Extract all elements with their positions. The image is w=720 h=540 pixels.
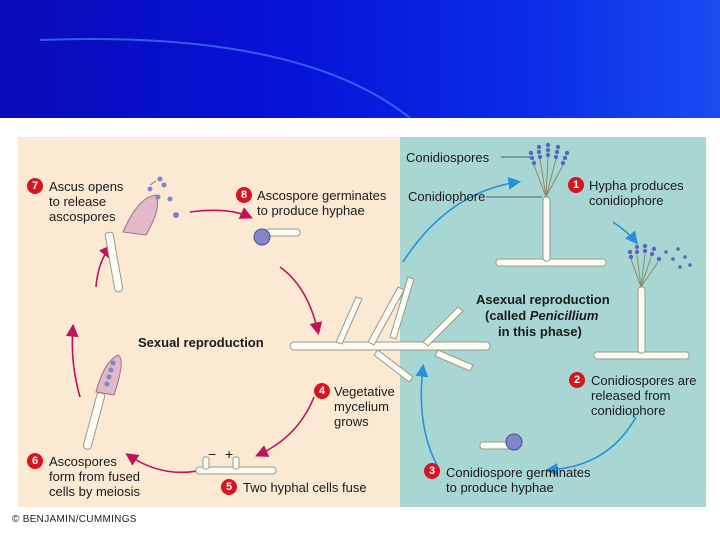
title-bar-decoration [39, 37, 411, 118]
step-8-text: Ascospore germinates to produce hyphae [257, 188, 386, 218]
step-1-text: Hypha produces conidiophore [589, 178, 684, 208]
arrow-4-to-5 [255, 396, 315, 457]
arrow-7-to-8 [189, 207, 253, 219]
germinating-conidiospore [479, 433, 523, 451]
step-4-line-2: mycelium [334, 399, 389, 414]
arrow-6-to-7-lower [65, 323, 81, 398]
asexual-line-1: Asexual reproduction [476, 292, 610, 307]
step-8-badge: 8 [236, 187, 252, 203]
step-1-badge: 1 [568, 177, 584, 193]
conidiophore-label: Conidiophore [408, 189, 486, 204]
step-8-line-1: Ascospore germinates [257, 188, 387, 203]
step-2-line-1: Conidiospores are [591, 373, 697, 388]
conidiospore-chains [528, 142, 570, 166]
minus-mating-sign: − [208, 446, 217, 462]
opening-ascus [104, 176, 179, 293]
step-7-line-1: Ascus opens [49, 179, 124, 194]
arrow-3-to-mycelium [415, 363, 439, 468]
step-6-line-1: Ascospores [49, 454, 117, 469]
step-8-line-2: to produce hyphae [257, 203, 365, 218]
step-1-line-1: Hypha produces [589, 178, 684, 193]
step-6-badge: 6 [27, 453, 43, 469]
step-4-line-3: grows [334, 414, 369, 429]
fusing-hyphae [195, 456, 277, 475]
life-cycle-drawing [65, 142, 692, 476]
step-6-line-2: form from fused [49, 469, 141, 484]
step-4-line-1: Vegetative [334, 384, 395, 399]
asexual-line-2: (called Penicillium [485, 308, 598, 323]
step-6-text: Ascospores form from fused cells by meio… [49, 454, 140, 499]
conidiospores-label: Conidiospores [406, 150, 490, 165]
step-6-line-3: cells by meiosis [49, 484, 141, 499]
step-4-badge: 4 [314, 383, 330, 399]
step-4-text: Vegetative mycelium grows [334, 384, 395, 429]
step-2-line-2: released from [591, 388, 671, 403]
title-bar [0, 0, 720, 118]
arrow-1-to-2 [612, 221, 638, 245]
step-2-text: Conidiospores are released from conidiop… [591, 373, 697, 418]
vegetative-mycelium [289, 276, 491, 383]
sexual-phase-panel [18, 137, 400, 507]
step-5-line-1: Two hyphal cells fuse [243, 480, 367, 495]
released-conidiospores [627, 243, 692, 269]
ascus-with-ascospores [82, 354, 122, 450]
germinating-ascospore [253, 228, 301, 246]
step-3-badge: 3 [424, 463, 440, 479]
releasing-conidiophore [593, 253, 690, 360]
asexual-line-2-genus: Penicillium [529, 308, 599, 323]
conidiophore-illustration [495, 156, 607, 267]
step-7-line-2: to release [49, 194, 107, 209]
step-3-text: Conidiospore germinates to produce hypha… [446, 465, 591, 495]
asexual-line-2-prefix: (called [485, 308, 530, 323]
copyright-notice: © BENJAMIN/CUMMINGS [12, 514, 137, 525]
step-3-line-2: to produce hyphae [446, 480, 554, 495]
plus-mating-sign: + [225, 446, 234, 462]
step-3-line-1: Conidiospore germinates [446, 465, 591, 480]
arrow-2-to-3 [544, 416, 637, 476]
step-2-badge: 2 [569, 372, 585, 388]
asexual-line-3: in this phase) [498, 324, 582, 339]
step-1-line-2: conidiophore [589, 193, 664, 208]
arrow-mycelium-to-1 [402, 177, 522, 263]
step-7-text: Ascus opens to release ascospores [49, 179, 123, 224]
sexual-reproduction-label: Sexual reproduction [138, 335, 264, 350]
step-5-badge: 5 [221, 479, 237, 495]
step-5-text: Two hyphal cells fuse [243, 480, 367, 495]
life-cycle-figure: Conidiospores Conidiophore Sexual reprod… [18, 137, 706, 507]
arrow-8-to-4 [279, 266, 323, 336]
step-7-line-3: ascospores [49, 209, 116, 224]
step-2-line-3: conidiophore [591, 403, 666, 418]
step-7-badge: 7 [27, 178, 43, 194]
